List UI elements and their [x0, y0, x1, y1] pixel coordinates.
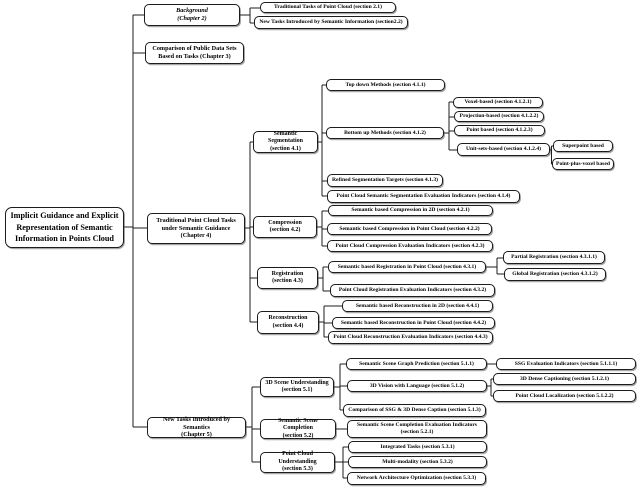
node-section-4-4-3: Point Cloud Reconstruction Evaluation In… — [328, 331, 493, 344]
node-section-4-1-3: Refined Segmentation Targets (section 4.… — [327, 174, 443, 187]
node-chapter-4-traditional-tasks: Traditional Point Cloud Tasks under Sema… — [147, 213, 245, 244]
node-section-5-3-3: Network Architecture Optimization (secti… — [347, 472, 486, 485]
node-section-5-1-2: 3D Vision with Language (section 5.1.2) — [347, 380, 487, 392]
node-point-plus-voxel-based: Point-plus-voxel based — [552, 158, 614, 170]
node-superpoint-based: Superpoint based — [553, 140, 613, 152]
node-section-4-1-semantic-segmentation: Semantic Segmentation (section 4.1) — [253, 131, 318, 153]
node-section-4-1-2: Bottom up Methods (section 4.1.2) — [326, 127, 444, 139]
node-section-4-1-1: Top down Methods (section 4.1.1) — [326, 79, 445, 91]
node-section-2-2: New Tasks Introduced by Semantic Informa… — [254, 16, 408, 29]
node-section-5-1-scene-understanding: 3D Scene Understanding (section 5.1) — [260, 377, 334, 397]
node-section-4-3-registration: Registration (section 4.3) — [257, 267, 318, 289]
node-section-5-1-1-1: SSG Evaluation Indicators (section 5.1.1… — [496, 358, 636, 370]
node-chapter-5-new-tasks: New Tasks Introduced by Semantics (Chapt… — [147, 416, 246, 438]
node-section-4-3-2: Point Cloud Registration Evaluation Indi… — [330, 284, 495, 297]
node-section-4-2-3: Point Cloud Compression Evaluation Indic… — [327, 240, 493, 252]
node-section-4-2-compression: Compression (section 4.2) — [253, 216, 317, 238]
node-section-4-3-1-2: Global Registration (section 4.3.1.2) — [504, 268, 606, 281]
node-section-5-1-1: Semantic Scene Graph Prediction (section… — [346, 358, 487, 370]
node-section-5-1-3: Comparison of SSG & 3D Dense Caption (se… — [343, 404, 486, 417]
node-section-4-1-2-4: Unit-sets-based (section 4.1.2.4) — [457, 143, 550, 156]
node-section-5-2-scene-completion: Semantic Scene Completion (section 5.2) — [260, 418, 336, 439]
node-section-5-1-2-2: Point Cloud Localization (section 5.1.2.… — [493, 390, 636, 402]
node-section-4-1-4: Point Cloud Semantic Segmentation Evalua… — [327, 190, 520, 203]
node-section-4-1-2-1: Voxel-based (section 4.1.2.1) — [453, 97, 543, 108]
node-root-title: Implicit Guidance and Explicit Represent… — [5, 207, 124, 248]
node-section-4-4-1: Semantic based Reconstruction in 2D (sec… — [342, 300, 493, 312]
node-chapter-3-datasets: Comparison of Public Data Sets Based on … — [145, 42, 244, 64]
node-section-4-3-1: Semantic based Registration in Point Clo… — [328, 261, 486, 273]
node-section-4-1-2-3: Point based (section 4.1.2.3) — [454, 125, 545, 136]
node-section-4-4-reconstruction: Reconstruction (section 4.4) — [257, 311, 319, 334]
node-section-5-1-2-1: 3D Dense Captioning (section 5.1.2.1) — [493, 373, 636, 385]
node-section-2-1: Traditional Tasks of Point Cloud (sectio… — [260, 2, 396, 13]
node-chapter-2-background: Background (Chapter 2) — [144, 4, 240, 26]
node-section-4-3-1-1: Partial Registration (section 4.3.1.1) — [503, 251, 605, 264]
node-section-4-4-2: Semantic based Reconstruction in Point C… — [332, 317, 495, 329]
node-section-4-2-1: Semantic based Compression in 2D (sectio… — [328, 205, 493, 216]
node-section-5-3-1: Integrated Tasks (section 5.3.1) — [348, 441, 487, 453]
node-section-4-1-2-2: Projection-based (section 4.1.2.2) — [454, 111, 544, 122]
node-section-5-3-2: Multi-modality (section 5.3.2) — [348, 456, 487, 468]
node-section-4-2-2: Semantic based Compression in Point Clou… — [327, 223, 492, 235]
node-section-5-3-point-cloud-understanding: Point Cloud Understanding (section 5.3) — [260, 451, 335, 473]
node-section-5-2-1: Semantic Scene Completion Evaluation Ind… — [347, 420, 487, 438]
